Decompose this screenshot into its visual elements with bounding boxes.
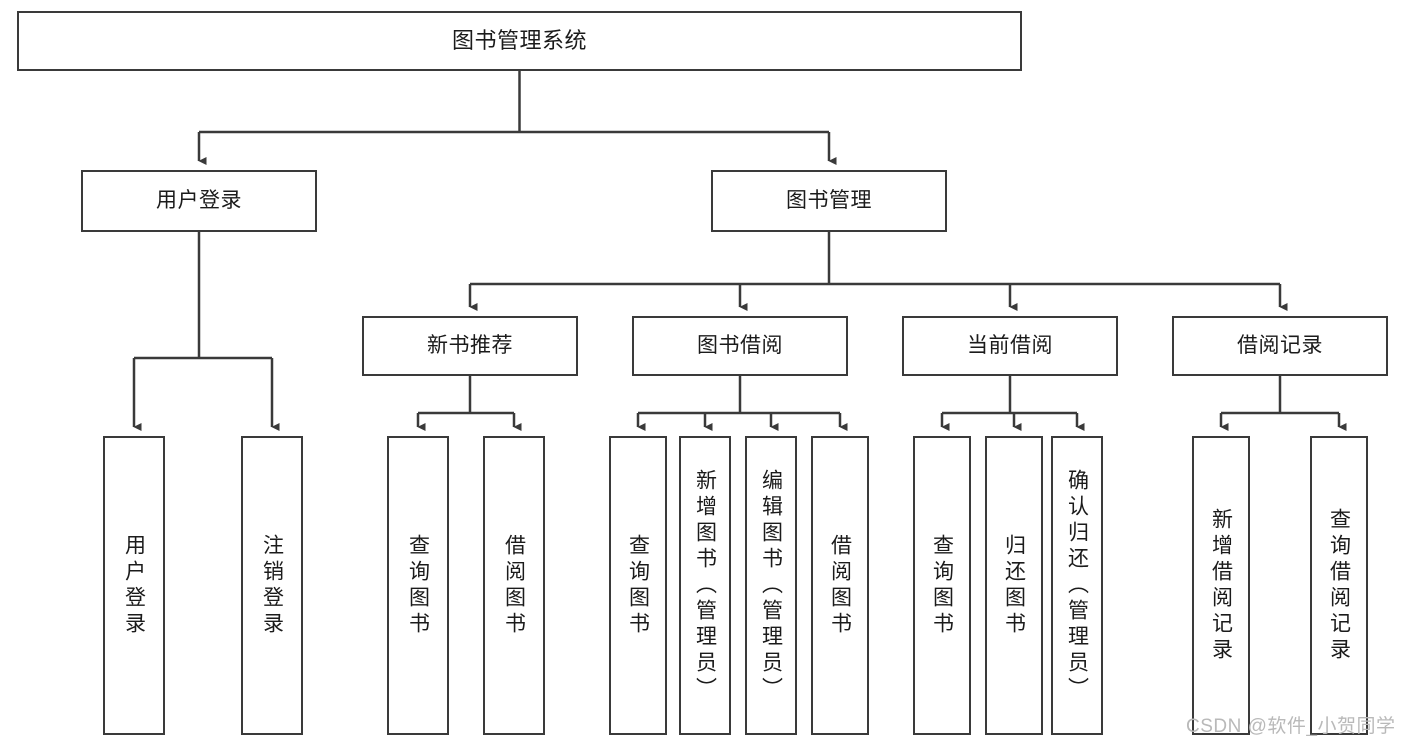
node-label: 图书管理 <box>786 188 872 212</box>
node-leaf-user-login[interactable]: 用户登录 <box>103 436 165 735</box>
node-label: 借阅图书 <box>502 533 526 638</box>
node-borrow-record[interactable]: 借阅记录 <box>1172 316 1388 376</box>
node-label: 新增借阅记录 <box>1209 507 1233 664</box>
node-label: 用户登录 <box>122 533 146 638</box>
node-leaf-add-record[interactable]: 新增借阅记录 <box>1192 436 1250 735</box>
node-leaf-borrow-book-1[interactable]: 借阅图书 <box>483 436 545 735</box>
node-label: 新书推荐 <box>427 333 513 357</box>
node-current-borrow[interactable]: 当前借阅 <box>902 316 1118 376</box>
node-leaf-borrow-book-2[interactable]: 借阅图书 <box>811 436 869 735</box>
node-leaf-query-book-2[interactable]: 查询图书 <box>609 436 667 735</box>
node-label: 当前借阅 <box>967 333 1053 357</box>
node-label: 新增图书（管理员） <box>693 468 717 703</box>
node-leaf-query-book-3[interactable]: 查询图书 <box>913 436 971 735</box>
node-leaf-query-book-1[interactable]: 查询图书 <box>387 436 449 735</box>
node-new-book-rec[interactable]: 新书推荐 <box>362 316 578 376</box>
node-book-borrow[interactable]: 图书借阅 <box>632 316 848 376</box>
node-label: 查询图书 <box>406 533 430 638</box>
node-label: 查询图书 <box>626 533 650 638</box>
node-label: 注销登录 <box>260 533 284 638</box>
node-label: 图书借阅 <box>697 333 783 357</box>
node-label: 编辑图书（管理员） <box>759 468 783 703</box>
node-label: 借阅图书 <box>828 533 852 638</box>
node-leaf-return-book[interactable]: 归还图书 <box>985 436 1043 735</box>
node-label: 查询借阅记录 <box>1327 507 1351 664</box>
node-leaf-add-book[interactable]: 新增图书（管理员） <box>679 436 731 735</box>
node-book-manage[interactable]: 图书管理 <box>711 170 947 232</box>
node-label: 查询图书 <box>930 533 954 638</box>
node-label: 借阅记录 <box>1237 333 1323 357</box>
node-label: 图书管理系统 <box>451 28 587 54</box>
node-root[interactable]: 图书管理系统 <box>17 11 1022 71</box>
node-label: 归还图书 <box>1002 533 1026 638</box>
node-leaf-confirm-return[interactable]: 确认归还（管理员） <box>1051 436 1103 735</box>
node-label: 用户登录 <box>156 188 242 212</box>
watermark-label: CSDN @软件_小贺同学 <box>1186 716 1396 737</box>
node-leaf-query-record[interactable]: 查询借阅记录 <box>1310 436 1368 735</box>
node-label: 确认归还（管理员） <box>1065 468 1089 703</box>
node-leaf-edit-book[interactable]: 编辑图书（管理员） <box>745 436 797 735</box>
node-leaf-logout[interactable]: 注销登录 <box>241 436 303 735</box>
node-user-login[interactable]: 用户登录 <box>81 170 317 232</box>
